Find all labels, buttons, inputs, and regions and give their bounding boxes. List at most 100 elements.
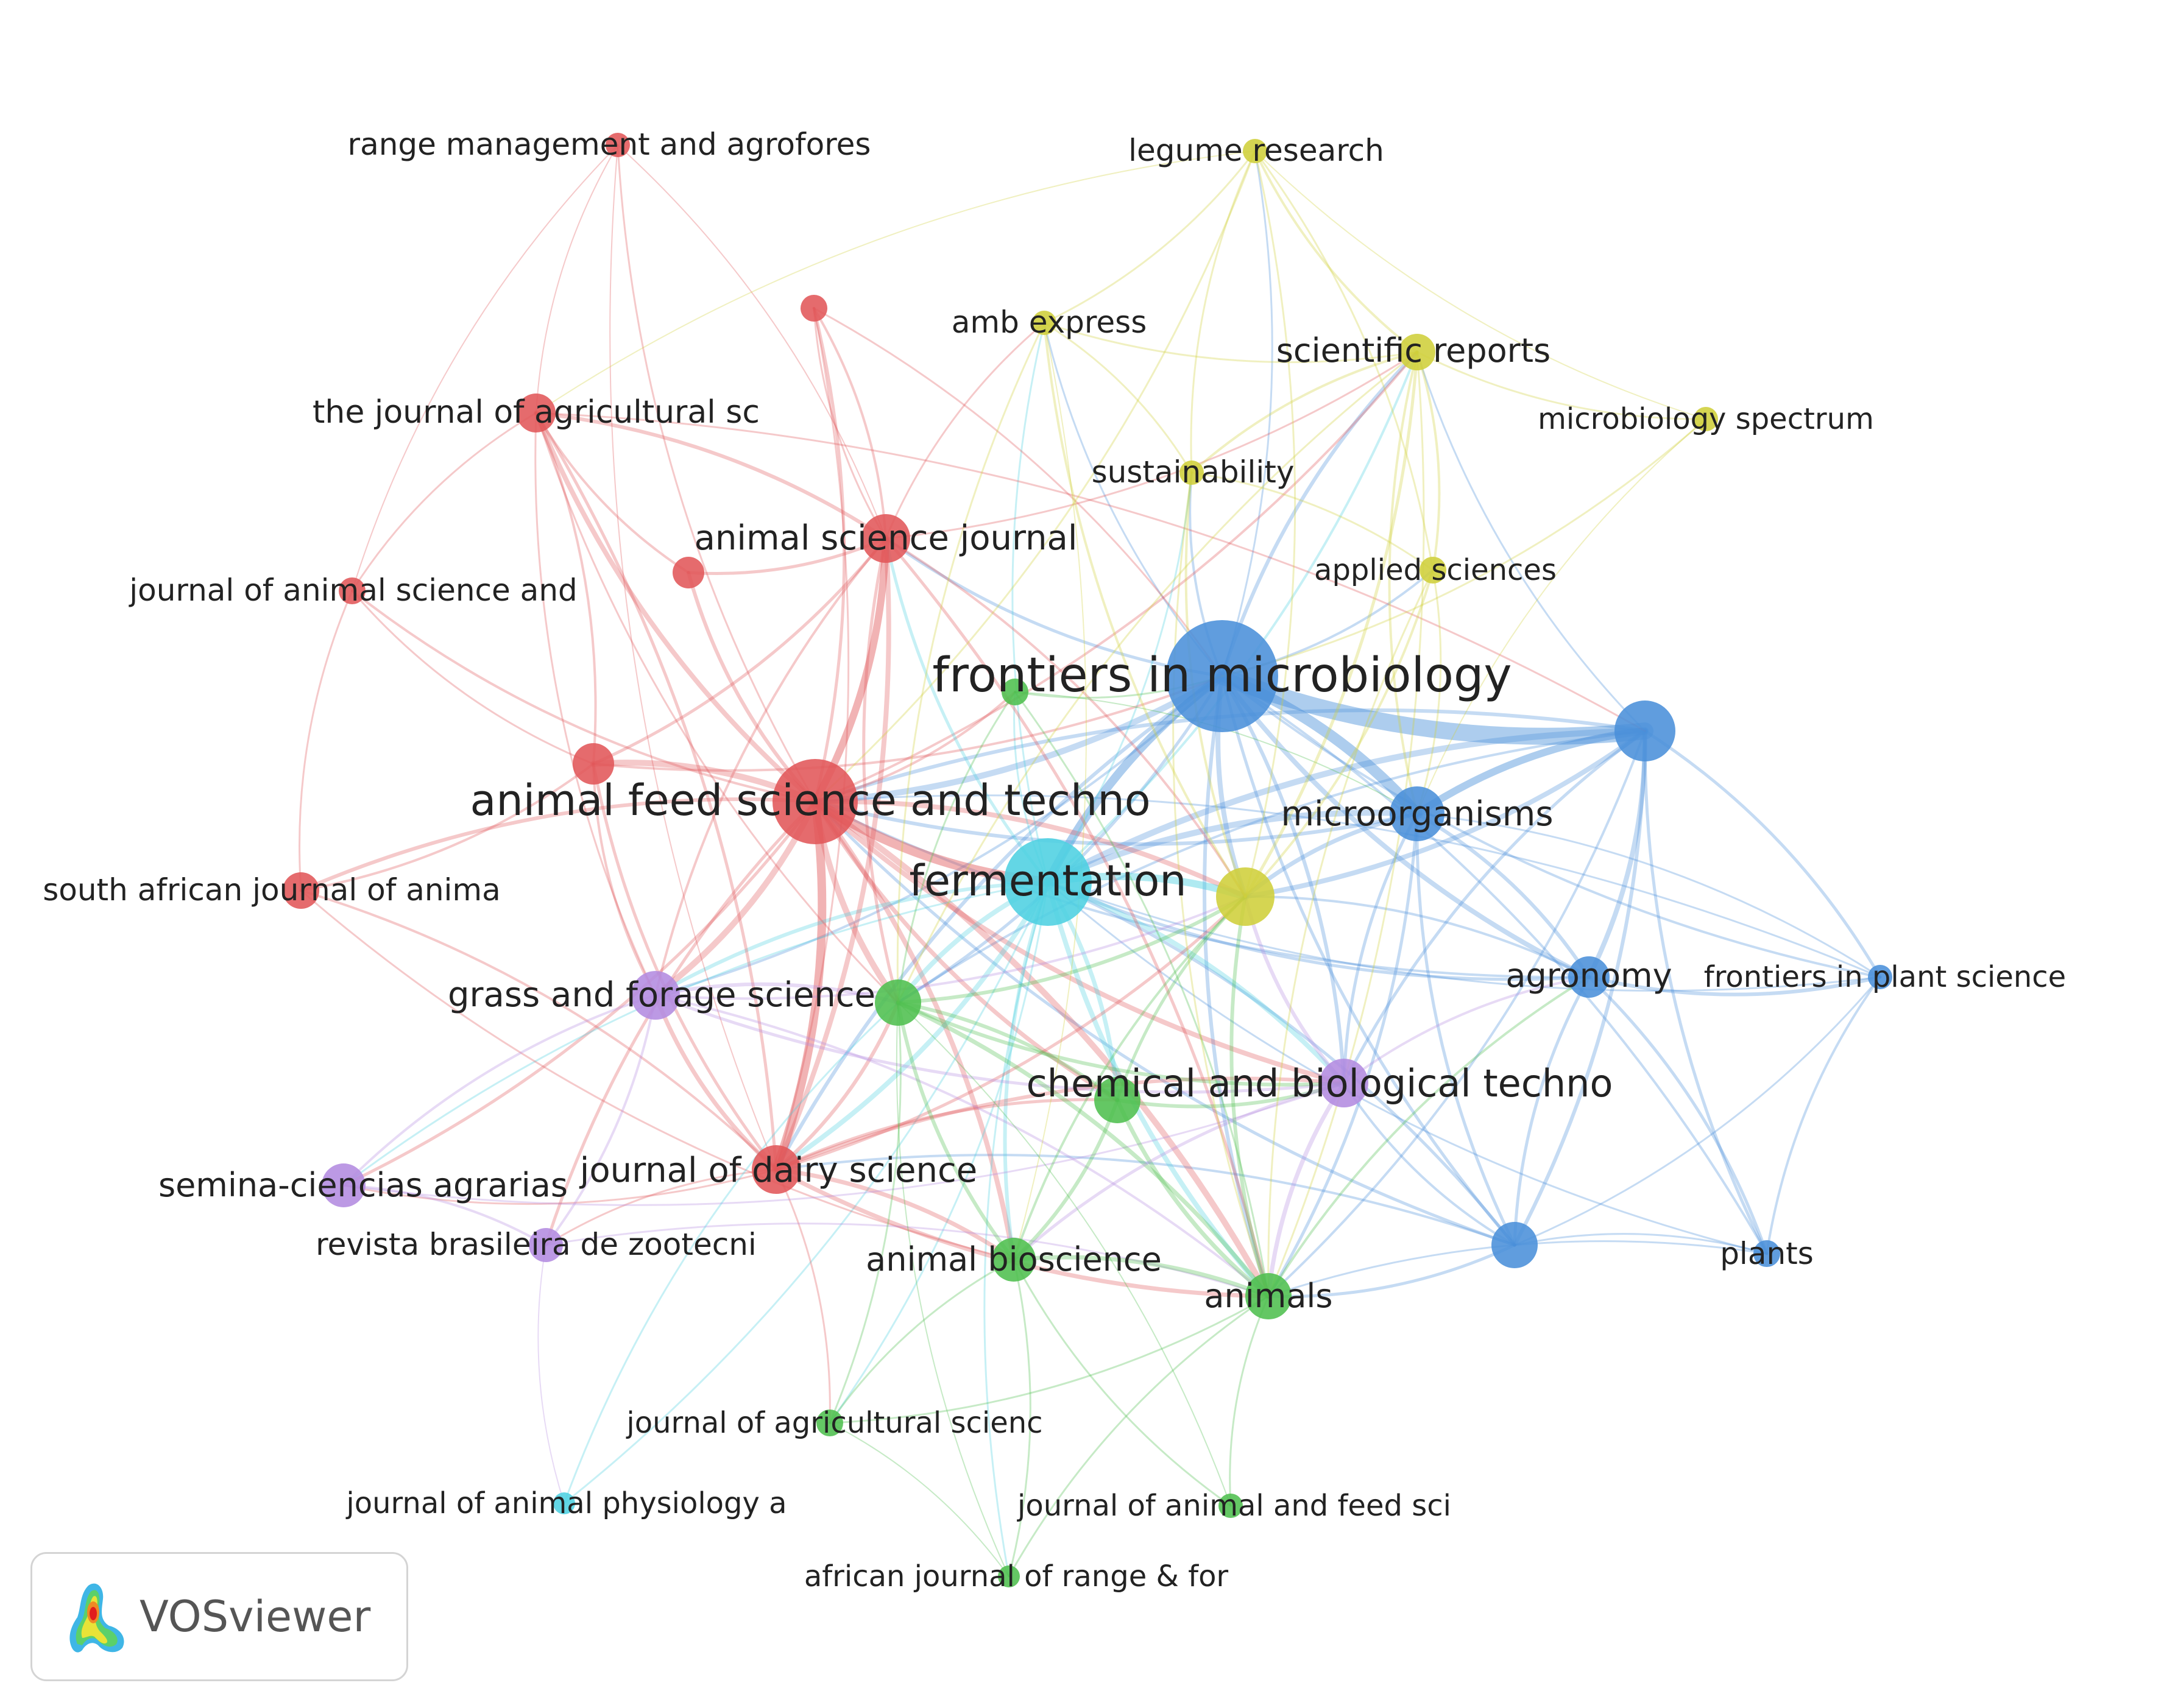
edge-legume-research-microbiology-spectrum (1254, 150, 1706, 420)
node-green-chem[interactable] (1094, 1077, 1140, 1123)
node-microorganisms[interactable] (1390, 786, 1444, 841)
label-journal-animal-science-and: journal of animal science and (129, 573, 578, 608)
edge-red-unlabeled-top-journal-of-dairy-science (775, 307, 850, 1171)
node-yellow-unlabeled[interactable] (1216, 867, 1275, 926)
edge-frontiers-in-microbiology-animals (1203, 674, 1270, 1298)
edge-fermentation-animal-bioscience (1003, 880, 1050, 1262)
node-frontiers-in-plant-science[interactable] (1868, 965, 1892, 989)
edge-red-unlabeled-top-frontiers-in-microbiology (813, 307, 1223, 677)
label-journal-agri-scienc: journal of agricultural scienc (626, 1406, 1042, 1440)
node-journal-agri-scienc[interactable] (816, 1410, 843, 1436)
node-chemical-biological[interactable] (1320, 1059, 1368, 1107)
edge-african-journal-green-grass (896, 1002, 1010, 1577)
edge-frontiers-in-plant-science-plants (1766, 976, 1881, 1255)
edge-frontiers-in-microbiology-chemical-biological (1220, 674, 1346, 1085)
edge-blue-unlabeled-1-agronomy (1586, 729, 1648, 979)
edge-legume-research-animal-feed-science (814, 150, 1256, 803)
edge-animal-feed-science-journal-of-dairy-science (772, 797, 827, 1174)
edge-sustainability-applied-sciences (1190, 471, 1434, 571)
node-journal-animal-science-and[interactable] (339, 577, 366, 604)
label-journal-animal-physiology: journal of animal physiology a (345, 1486, 787, 1520)
edge-scientific-reports-applied-sciences (1416, 351, 1441, 571)
vosviewer-badge: VOSviewer (30, 1552, 408, 1681)
edge-amb-express-sustainability (1043, 322, 1193, 474)
node-blue-unlabeled-1[interactable] (1614, 700, 1675, 761)
node-microbiology-spectrum[interactable] (1694, 407, 1718, 431)
edge-grass-and-forage-science-semina (342, 994, 657, 1187)
node-red-unlabeled-mid[interactable] (673, 557, 704, 588)
edge-green-grass-chemical-biological (896, 1001, 1346, 1087)
node-grass-and-forage-science[interactable] (631, 971, 680, 1020)
edge-fermentation-sustainability (1047, 471, 1193, 883)
edge-fermentation-african-journal (983, 881, 1049, 1578)
label-journal-of-dairy-science: journal of dairy science (579, 1151, 977, 1190)
edge-range-management-animal-science-journal (617, 144, 886, 539)
edge-frontiers-in-microbiology-scientific-reports (1220, 350, 1419, 678)
edge-journal-of-dairy-science-revista (545, 1168, 777, 1246)
label-south-african: south african journal of anima (43, 872, 501, 908)
node-applied-sciences[interactable] (1420, 557, 1446, 584)
edge-legume-research-journal-agricultural-sc (536, 150, 1256, 414)
edge-microbiology-spectrum-microorganisms (1416, 418, 1706, 814)
label-animal-bioscience: animal bioscience (866, 1240, 1162, 1279)
node-blue-unlabeled-2[interactable] (1491, 1222, 1538, 1268)
node-red-unlabeled-top[interactable] (801, 295, 827, 322)
node-journal-animal-feed-sci[interactable] (1218, 1494, 1243, 1518)
node-scientific-reports[interactable] (1399, 334, 1435, 370)
label-chemical-biological: chemical and biological techno (1027, 1061, 1613, 1106)
edge-animal-feed-science-animal-bioscience (813, 799, 1016, 1262)
label-semina: semina-ciencias agrarias (158, 1166, 568, 1204)
edge-fermentation-journal-of-dairy-science (774, 880, 1050, 1172)
edge-journal-of-dairy-science-chemical-biological (774, 1076, 1346, 1171)
edge-agronomy-blue-unlabeled-2 (1513, 975, 1591, 1247)
edge-african-journal-journal-agri-scienc (829, 1422, 1010, 1577)
edge-frontiers-in-microbiology-amb-express (1043, 322, 1223, 677)
node-animal-bioscience[interactable] (992, 1238, 1036, 1282)
edge-fermentation-journal-agri-scienc (829, 881, 1049, 1424)
node-legume-research[interactable] (1243, 139, 1267, 163)
edge-green-chem-yellow-unlabeled (1116, 895, 1247, 1102)
label-agronomy: agronomy (1505, 956, 1672, 995)
node-journal-agricultural-sc[interactable] (517, 393, 556, 432)
edge-animal-science-journal-animals (884, 537, 1270, 1298)
label-revista: revista brasileira de zootecni (316, 1227, 757, 1262)
edge-journal-agricultural-sc-red-unlabeled-mid (535, 412, 690, 574)
edge-animal-feed-science-journal-agricultural-sc (534, 411, 818, 804)
edge-animals-journal-agri-scienc (829, 1295, 1270, 1424)
node-animal-feed-science[interactable] (773, 759, 858, 844)
edge-blue-unlabeled-2-chemical-biological (1343, 1082, 1516, 1246)
node-animal-science-journal[interactable] (861, 514, 910, 563)
node-journal-of-dairy-science[interactable] (752, 1145, 801, 1194)
label-journal-agricultural-sc: the journal of agricultural sc (313, 394, 760, 431)
edge-animal-feed-science-green-chem (813, 799, 1120, 1103)
label-animals: animals (1204, 1277, 1332, 1315)
edge-animal-bioscience-african-journal (1008, 1258, 1031, 1578)
node-sustainability[interactable] (1179, 461, 1204, 485)
edge-blue-unlabeled-1-green-grass (897, 730, 1646, 1004)
label-microorganisms: microorganisms (1281, 794, 1553, 834)
node-south-african[interactable] (283, 872, 319, 909)
edge-blue-unlabeled-1-microorganisms (1413, 727, 1649, 817)
node-journal-animal-physiology[interactable] (553, 1492, 575, 1514)
label-legume-research: legume research (1128, 133, 1384, 168)
edge-grass-and-forage-science-green-grass (654, 982, 900, 1004)
node-plants[interactable] (1753, 1240, 1780, 1267)
node-agronomy[interactable] (1568, 956, 1610, 998)
node-green-top[interactable] (1002, 679, 1028, 705)
edge-frontiers-in-microbiology-journal-of-dairy-science (774, 674, 1224, 1171)
node-red-unlabeled-left[interactable] (573, 743, 614, 785)
edge-chemical-biological-animal-bioscience (1012, 1081, 1346, 1262)
node-semina[interactable] (322, 1163, 366, 1207)
node-animals[interactable] (1245, 1273, 1292, 1319)
edge-green-grass-green-chem (896, 1001, 1119, 1102)
node-fermentation[interactable] (1004, 838, 1092, 926)
node-green-grass[interactable] (875, 979, 921, 1026)
node-frontiers-in-microbiology[interactable] (1166, 620, 1278, 732)
node-range-management[interactable] (606, 133, 630, 157)
node-revista[interactable] (529, 1228, 563, 1262)
node-african-journal[interactable] (998, 1565, 1020, 1587)
node-amb-express[interactable] (1032, 311, 1056, 335)
edge-south-african-animal-bioscience (300, 889, 1015, 1261)
edge-animal-science-journal-green-grass (862, 537, 900, 1004)
vosviewer-density-logo-icon (69, 1583, 124, 1653)
